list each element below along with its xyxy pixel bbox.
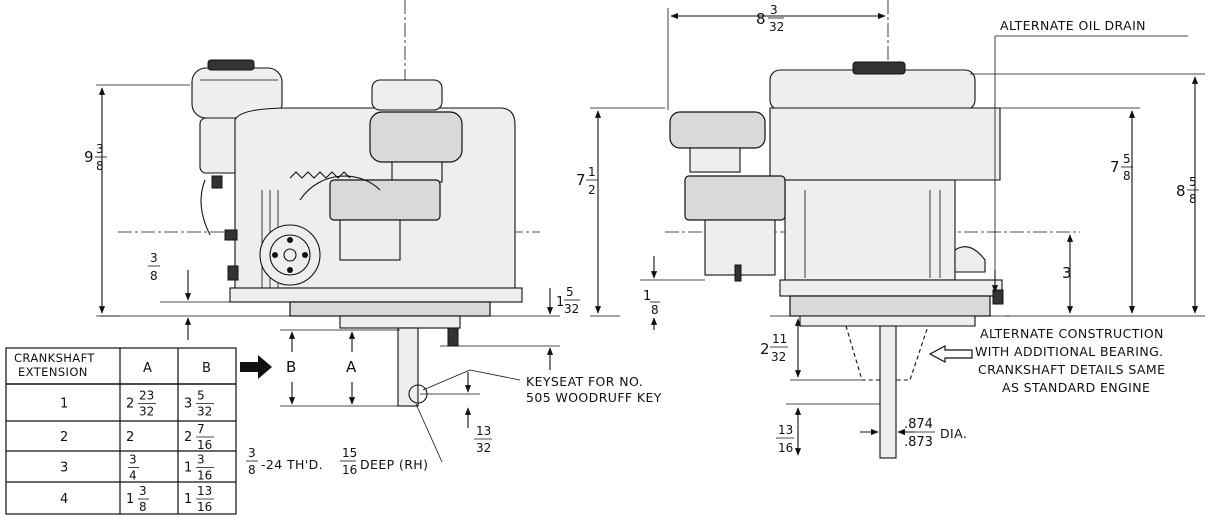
svg-text:16: 16 <box>778 441 793 455</box>
table-cell-b-numerator: 5 <box>197 389 205 403</box>
svg-text:AS STANDARD ENGINE: AS STANDARD ENGINE <box>1002 380 1150 395</box>
svg-text:.873: .873 <box>904 435 933 450</box>
svg-text:7: 7 <box>576 171 586 189</box>
table-header-a: A <box>143 361 152 376</box>
svg-text:5: 5 <box>566 285 574 299</box>
svg-text:8: 8 <box>651 303 659 317</box>
svg-text:WITH ADDITIONAL BEARING.: WITH ADDITIONAL BEARING. <box>975 344 1164 359</box>
svg-text:8: 8 <box>248 463 256 477</box>
svg-text:ALTERNATE CONSTRUCTION: ALTERNATE CONSTRUCTION <box>980 326 1164 341</box>
svg-text:3: 3 <box>248 446 256 460</box>
table-cell-b-whole: 1 <box>184 492 192 507</box>
svg-text:3: 3 <box>96 142 104 156</box>
table-cell-b-denominator: 32 <box>197 405 212 419</box>
dim-shaft-13-32: 13 32 <box>474 424 492 455</box>
dim-thirteen-16: 13 16 <box>776 423 794 455</box>
dim-two-11-32: 2 11 32 <box>760 332 788 364</box>
table-cell-a-whole: 1 <box>126 492 134 507</box>
table-header-b: B <box>202 361 211 376</box>
table-row-extension: 3 <box>60 461 68 476</box>
svg-text:1: 1 <box>556 295 564 310</box>
svg-text:16: 16 <box>342 463 357 477</box>
dim-right-three: 3 <box>1062 264 1072 282</box>
svg-text:.874: .874 <box>904 417 933 432</box>
dim-base-1-5-32: 1 5 32 <box>556 285 580 316</box>
table-cell-a-numerator: 23 <box>139 389 154 403</box>
svg-text:8: 8 <box>756 10 766 28</box>
keyseat-label-line2: 505 WOODRUFF KEY <box>526 390 662 405</box>
svg-text:32: 32 <box>564 302 579 316</box>
svg-text:2: 2 <box>588 183 596 197</box>
table-cell-a-whole: 2 <box>126 430 134 445</box>
thread-callout: 3 8 -24 TH'D. 15 16 DEEP (RH) <box>246 446 428 477</box>
svg-text:8: 8 <box>96 159 104 173</box>
dim-one-eighth: 1 8 <box>643 289 660 317</box>
dim-a-label: A <box>346 358 357 376</box>
svg-text:9: 9 <box>84 148 94 166</box>
svg-text:13: 13 <box>778 423 793 437</box>
table-cell-a-denominator: 8 <box>139 500 147 514</box>
dim-overall-height: 9 3 8 <box>84 142 107 173</box>
dim-width-8-3-32: 8 3 32 <box>756 3 784 34</box>
keyseat-label-line1: KEYSEAT FOR NO. <box>526 374 643 389</box>
table-cell-a-numerator: 3 <box>129 453 137 467</box>
svg-text:32: 32 <box>476 441 491 455</box>
dim-left-three-eighths: 3 8 <box>148 251 160 283</box>
table-cell-b-numerator: 13 <box>197 484 212 498</box>
table-cell-b-denominator: 16 <box>197 500 212 514</box>
table-cell-b-denominator: 16 <box>197 438 212 452</box>
table-pointer-arrow <box>240 355 272 379</box>
svg-text:CRANKSHAFT DETAILS SAME: CRANKSHAFT DETAILS SAME <box>978 362 1165 377</box>
svg-text:7: 7 <box>1110 158 1120 176</box>
table-cell-b-whole: 2 <box>184 430 192 445</box>
svg-text:5: 5 <box>1189 175 1197 189</box>
svg-text:32: 32 <box>769 20 784 34</box>
svg-text:11: 11 <box>772 332 787 346</box>
dim-seven-half: 7 1 2 <box>576 165 598 197</box>
svg-text:8: 8 <box>1176 182 1186 200</box>
table-row-extension: 4 <box>60 492 68 507</box>
svg-text:15: 15 <box>342 446 357 460</box>
svg-text:8: 8 <box>1123 169 1131 183</box>
dim-right-7-5-8: 7 5 8 <box>1110 152 1133 183</box>
svg-text:DEEP (RH): DEEP (RH) <box>360 457 428 472</box>
dim-b-label: B <box>286 358 296 376</box>
svg-text:3: 3 <box>770 3 778 17</box>
table-cell-b-numerator: 3 <box>197 453 205 467</box>
svg-text:32: 32 <box>771 350 786 364</box>
svg-text:8: 8 <box>150 269 158 283</box>
table-cell-b-denominator: 16 <box>197 469 212 483</box>
table-row-extension: 1 <box>60 397 68 412</box>
table-cell-b-whole: 1 <box>184 461 192 476</box>
svg-text:1: 1 <box>643 289 651 304</box>
svg-text:DIA.: DIA. <box>940 426 967 441</box>
table-header-ext-line2: EXTENSION <box>18 365 88 379</box>
table-cell-a-numerator: 3 <box>139 484 147 498</box>
engine-side-view <box>100 0 560 407</box>
svg-text:3: 3 <box>150 251 158 265</box>
table-row-extension: 2 <box>60 430 68 445</box>
table-cell-a-denominator: 4 <box>129 469 137 483</box>
table-cell-a-denominator: 32 <box>139 405 154 419</box>
dim-diameter: .874 .873 DIA. <box>903 417 967 450</box>
svg-text:5: 5 <box>1123 152 1131 166</box>
table-cell-b-numerator: 7 <box>197 422 205 436</box>
alternate-construction-note: ALTERNATE CONSTRUCTION WITH ADDITIONAL B… <box>975 326 1165 395</box>
alternate-oil-drain-label: ALTERNATE OIL DRAIN <box>1000 18 1146 33</box>
table-cell-a-whole: 2 <box>126 397 134 412</box>
svg-text:1: 1 <box>588 165 596 179</box>
table-cell-b-whole: 3 <box>184 397 192 412</box>
svg-text:2: 2 <box>760 340 770 358</box>
svg-text:-24 TH'D.: -24 TH'D. <box>261 457 323 472</box>
svg-text:13: 13 <box>476 424 491 438</box>
table-header-ext-line1: CRANKSHAFT <box>14 351 95 365</box>
svg-text:8: 8 <box>1189 192 1197 206</box>
engine-front-view <box>665 0 1080 460</box>
dim-right-8-5-8: 8 5 8 <box>1176 175 1199 206</box>
